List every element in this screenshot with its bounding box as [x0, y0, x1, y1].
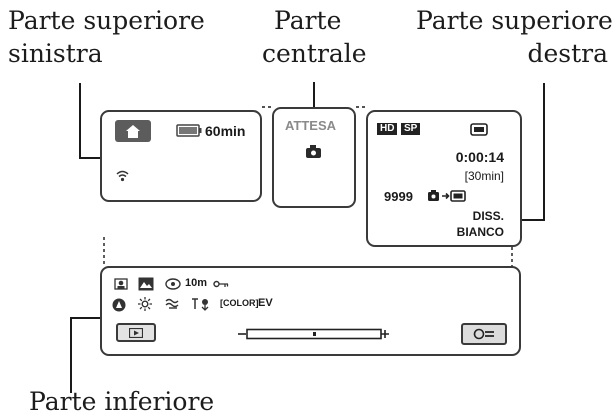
bottom-panel: 10m [COLOR] EV: [100, 266, 521, 356]
tele-macro-icon: [192, 298, 209, 311]
label-top-right-line2: destra: [527, 39, 608, 68]
label-bottom: Parte inferiore: [29, 385, 214, 418]
label-bottom-text: Parte inferiore: [29, 387, 215, 416]
exposure-label: EV: [258, 297, 273, 309]
zoom-slider-thumb: [313, 332, 316, 336]
recording-counter: 0:00:14: [455, 149, 504, 165]
label-center-line1: Parte: [274, 6, 342, 35]
label-top-left: Parte superiore sinistra: [8, 4, 205, 70]
face-detection-icon: [114, 278, 128, 290]
label-top-left-line2: sinistra: [8, 39, 103, 68]
media-icon: [470, 123, 488, 136]
playback-icon: [129, 327, 143, 338]
camera-icon: [306, 145, 321, 158]
steady-shot-icon: [165, 278, 181, 290]
battery-icon: [176, 124, 202, 137]
light-icon: [138, 297, 152, 311]
home-button[interactable]: [115, 120, 151, 142]
bottom-leader: [70, 317, 100, 393]
camera-to-media-icon: [428, 190, 466, 202]
wind-noise-icon: [165, 298, 179, 309]
intelligent-auto-icon: [112, 298, 126, 312]
white-balance-line2: BIANCO: [456, 225, 504, 239]
format-badge: HD: [377, 123, 398, 135]
zoom-slider[interactable]: [238, 327, 390, 341]
top-left-leader: [79, 83, 100, 159]
playback-button[interactable]: [116, 323, 156, 342]
remaining-time: [30min]: [464, 169, 504, 183]
label-top-right: Parte superiore destra: [416, 4, 613, 70]
status-text: ATTESA: [285, 118, 337, 133]
color-setting-label: [COLOR]: [220, 298, 259, 308]
quality-badge: SP: [401, 123, 421, 135]
key-icon: [213, 280, 229, 288]
option-button[interactable]: [461, 323, 507, 345]
white-balance-line1: DISS.: [472, 209, 504, 223]
label-center: Parte centrale: [262, 4, 367, 70]
wireless-signal-icon: [116, 170, 129, 182]
top-left-panel: 60min: [100, 110, 262, 202]
distance-value: 10m: [185, 277, 208, 289]
label-top-right-line1: Parte superiore: [416, 6, 613, 35]
center-panel: ATTESA: [272, 107, 356, 208]
scene-icon: [138, 277, 154, 291]
photo-count: 9999: [384, 189, 413, 204]
battery-time: 60min: [205, 123, 246, 139]
label-center-line2: centrale: [262, 39, 367, 68]
label-top-left-line1: Parte superiore: [8, 6, 205, 35]
top-right-panel: HD SP 0:00:14 [30min] 9999 DISS. BIANCO: [366, 110, 522, 247]
option-icon: [473, 328, 494, 340]
top-right-leader: [522, 83, 545, 221]
home-icon: [126, 124, 140, 138]
